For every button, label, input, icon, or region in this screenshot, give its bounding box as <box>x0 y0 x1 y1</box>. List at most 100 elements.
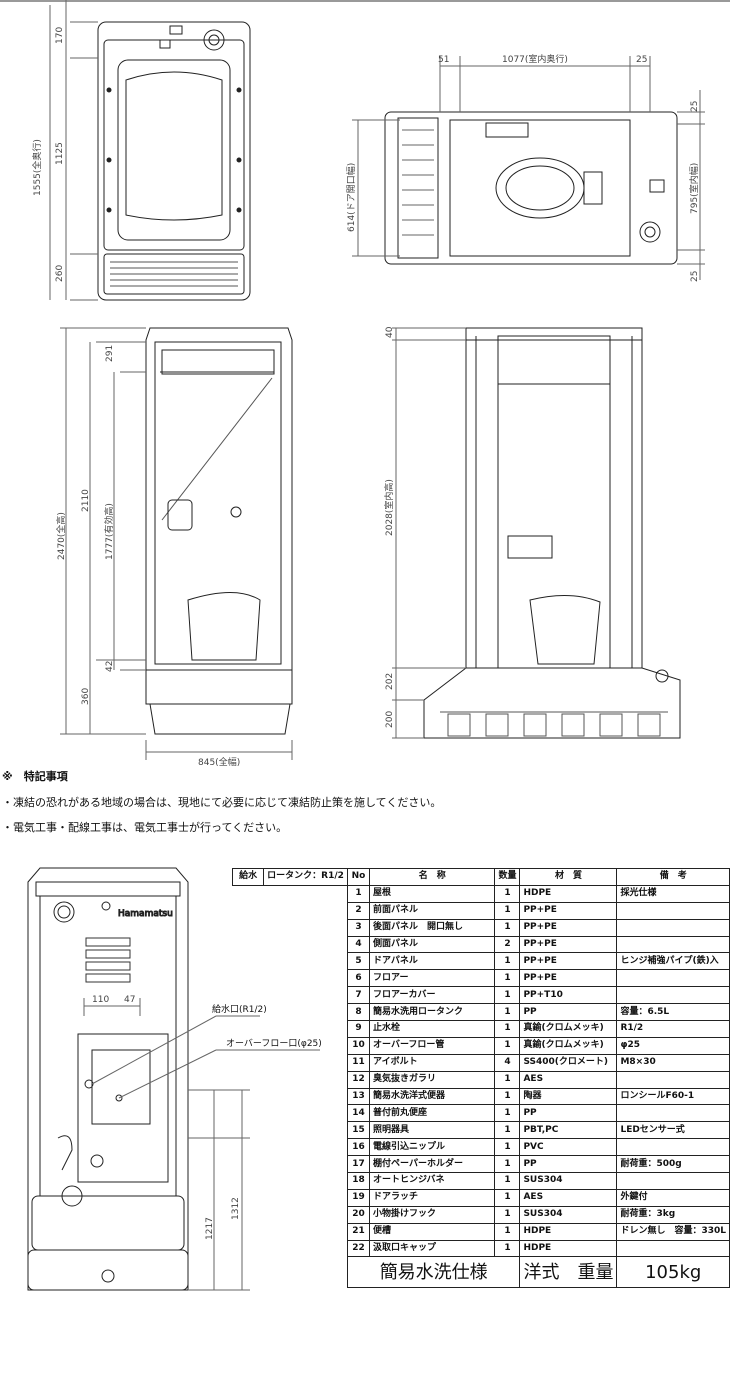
cell-material: SUS304 <box>519 1205 618 1224</box>
rear-dim-47: 47 <box>124 995 135 1005</box>
cell-qty: 1 <box>494 969 521 988</box>
blank-cell <box>233 1071 348 1088</box>
cell-name: 普付前丸便座 <box>369 1104 496 1123</box>
top-dim-170: 170 <box>55 27 65 44</box>
cell-remarks: ロンシールF60-1 <box>616 1087 730 1106</box>
side-dim-40: 40 <box>385 326 395 338</box>
front-dim-360: 360 <box>81 688 91 705</box>
cell-material: 陶器 <box>519 1087 618 1106</box>
cell-name: 前面パネル <box>369 901 496 920</box>
blank-cell <box>233 970 348 987</box>
cell-qty: 1 <box>494 1239 521 1258</box>
blank-cell <box>233 1088 348 1105</box>
cell-qty: 1 <box>494 1087 521 1106</box>
cell-name: フロアー <box>369 969 496 988</box>
cell-no: 11 <box>346 1053 371 1072</box>
blank-cell <box>233 1240 348 1257</box>
header-qty: 数量 <box>494 868 521 886</box>
side-dim-202: 202 <box>385 673 395 690</box>
front-dim-845: 845(全幅) <box>198 756 240 768</box>
cell-name: オートヒンジバネ <box>369 1172 496 1190</box>
cell-no: 17 <box>346 1155 371 1174</box>
header-material: 材 質 <box>519 868 618 886</box>
cell-qty: 1 <box>494 986 521 1005</box>
top-dim-overall: 1555(全奥行) <box>31 139 43 196</box>
plan-dim-door: 614(ドア開口幅) <box>345 163 357 232</box>
top-dim-260: 260 <box>55 265 65 282</box>
cell-material: PP+PE <box>519 918 618 937</box>
cell-material: PBT,PC <box>519 1121 618 1140</box>
rear-dim-1312: 1312 <box>231 1197 241 1220</box>
footer-spec: 簡易水洗仕様 <box>346 1256 521 1289</box>
front-view <box>60 327 293 760</box>
cell-name: 便槽 <box>369 1222 496 1241</box>
plan-view <box>352 56 705 280</box>
front-dim-42: 42 <box>105 661 115 672</box>
cell-remarks: φ25 <box>616 1036 730 1055</box>
cell-name: 側面パネル <box>369 935 496 954</box>
plan-dim-51: 51 <box>438 55 449 65</box>
cell-qty: 2 <box>494 935 521 954</box>
cell-material: HDPE <box>519 1222 618 1241</box>
cell-qty: 1 <box>494 1121 521 1140</box>
cell-qty: 1 <box>494 1138 521 1157</box>
cell-qty: 1 <box>494 884 521 903</box>
blank-cell <box>233 1139 348 1156</box>
cell-no: 13 <box>346 1087 371 1106</box>
cell-material: PP+PE <box>519 901 618 920</box>
header-remarks: 備 考 <box>616 868 730 886</box>
cell-material: 真鍮(クロムメッキ) <box>519 1036 618 1055</box>
cell-name: 止水栓 <box>369 1020 496 1038</box>
cell-no: 22 <box>346 1239 371 1258</box>
toilet-bowl-icon <box>495 157 585 219</box>
front-dim-2470: 2470(全高) <box>55 512 67 560</box>
rear-dim-1217: 1217 <box>205 1217 215 1240</box>
side-dim-200: 200 <box>385 711 395 728</box>
blank-cell <box>233 1173 348 1190</box>
top-dim-1125: 1125 <box>55 142 65 165</box>
cell-material: PP+PE <box>519 969 618 988</box>
cell-remarks: 容量：6.5L <box>616 1003 730 1022</box>
cell-no: 5 <box>346 952 371 971</box>
cell-no: 16 <box>346 1138 371 1157</box>
door-latch-icon <box>167 499 193 531</box>
cell-no: 10 <box>346 1036 371 1055</box>
cell-name: アイボルト <box>369 1053 496 1072</box>
cell-no: 19 <box>346 1188 371 1207</box>
cell-name: 小物掛けフック <box>369 1205 496 1224</box>
cell-no: 2 <box>346 901 371 920</box>
cell-qty: 1 <box>494 901 521 920</box>
blank-cell <box>233 1223 348 1240</box>
cell-remarks <box>616 969 730 988</box>
plan-dim-25-right-top: 25 <box>690 101 700 112</box>
side-dim-2028: 2028(室内高) <box>383 479 395 536</box>
cell-remarks <box>616 1104 730 1123</box>
blank-cell <box>233 902 348 919</box>
cell-remarks <box>616 1239 730 1258</box>
cell-qty: 1 <box>494 918 521 937</box>
cell-no: 14 <box>346 1104 371 1123</box>
cell-qty: 1 <box>494 1188 521 1207</box>
cell-name: 屋根 <box>369 884 496 903</box>
cell-material: AES <box>519 1070 618 1089</box>
front-dim-1777: 1777(有効高) <box>103 503 115 560</box>
rear-dim-110: 110 <box>92 995 109 1005</box>
cell-name: 簡易水洗用ロータンク <box>369 1003 496 1022</box>
cell-no: 9 <box>346 1020 371 1038</box>
cell-qty: 1 <box>494 1070 521 1089</box>
side-view <box>392 327 681 739</box>
cell-remarks: M8×30 <box>616 1053 730 1072</box>
blank-cell <box>233 1122 348 1139</box>
cell-remarks: 耐荷重：500g <box>616 1155 730 1174</box>
